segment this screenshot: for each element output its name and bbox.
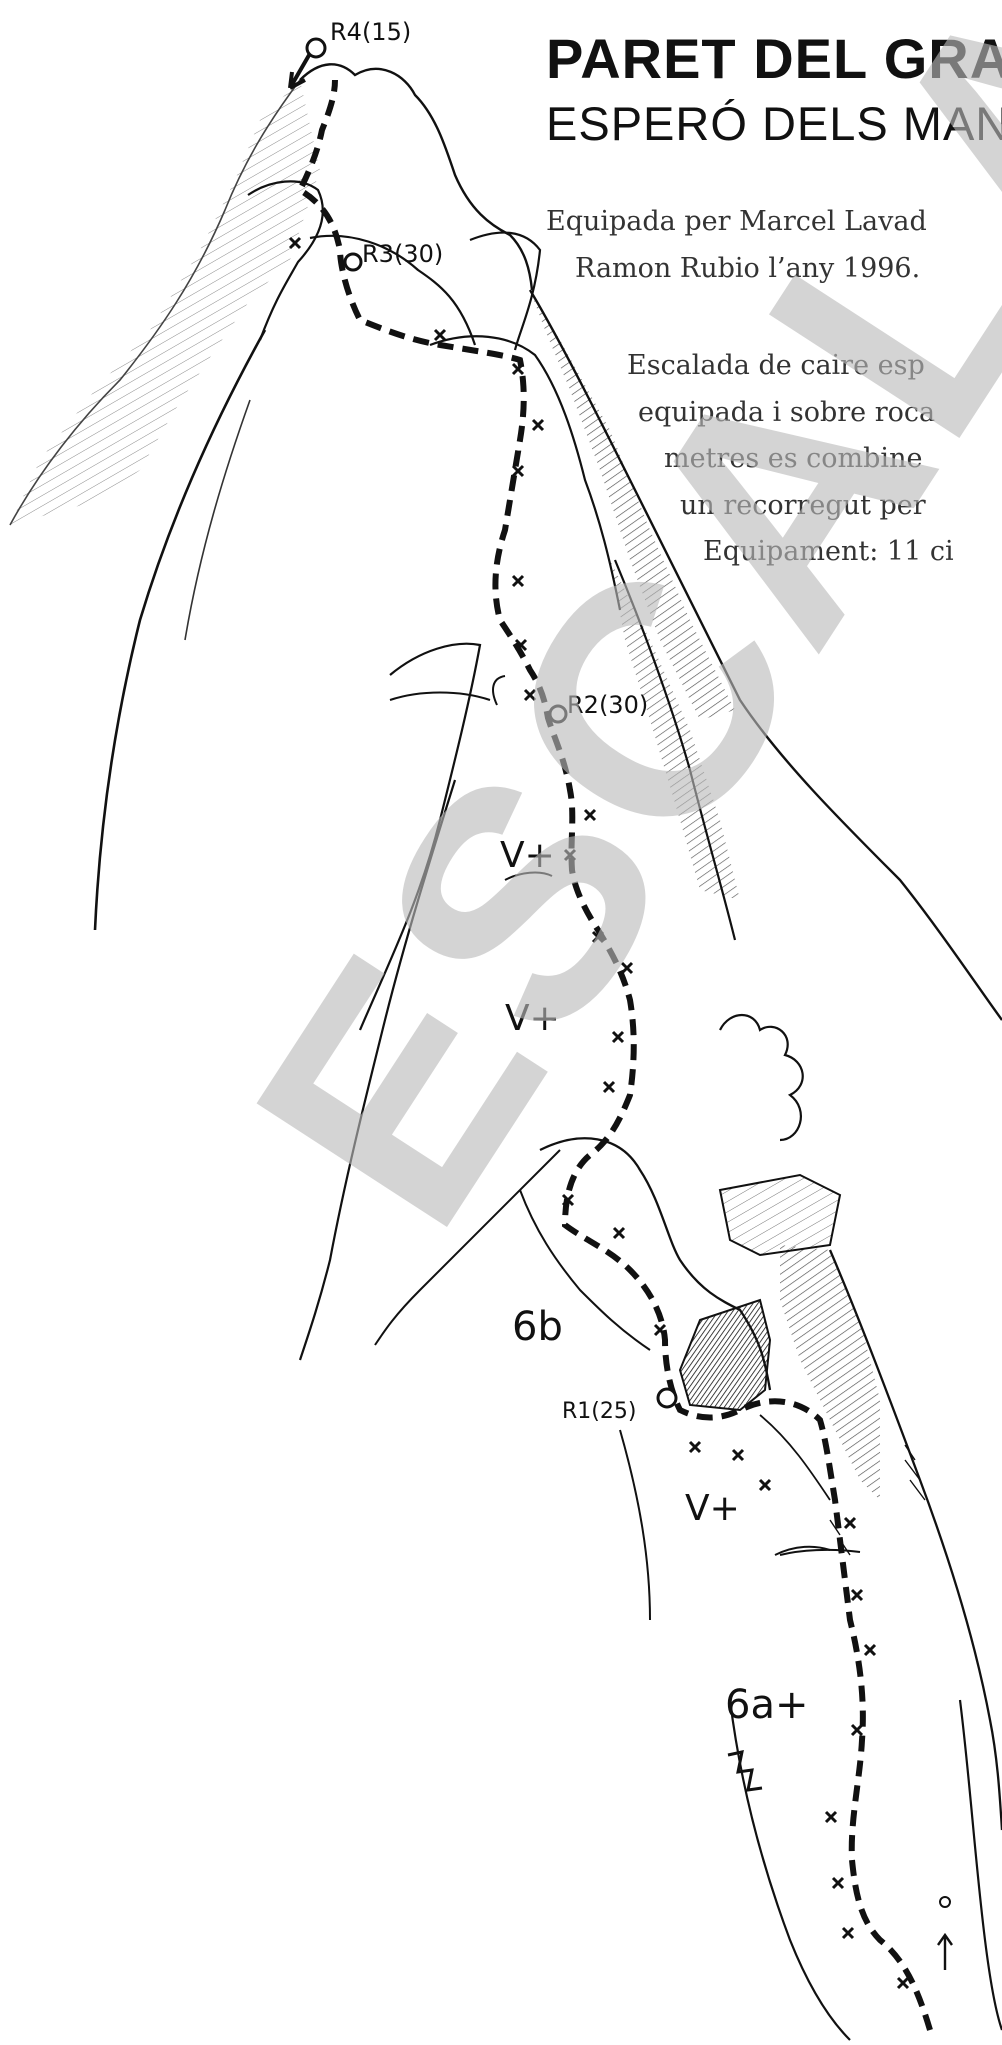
description-line-3: Escalada de caire esp [627,350,925,381]
belay-r3 [345,254,361,270]
page-subtitle: ESPERÓ DELS MAN [546,96,1002,151]
left-inner-edge [185,400,250,640]
description-line-6: un recorregut per [680,490,926,521]
description-line-1: Equipada per Marcel Lavad [546,206,927,237]
lower-left-edge [620,1430,650,1620]
descent-arrow [290,50,312,88]
middle-ledge [390,693,490,701]
label-r1: R1(25) [562,1399,636,1424]
base-outline [730,1700,850,2040]
label-r2: R2(30) [567,691,648,719]
page-title: PARET DEL GRA [546,26,1002,91]
grade-label-p1b: 6a+ [725,1682,808,1728]
north-arrow [938,1935,952,1970]
bulge-rocks [720,1015,803,1140]
grade-label-p2: 6b [512,1304,563,1350]
grade-label-p1a: V+ [685,1488,740,1529]
dark-slab [680,1300,770,1410]
light-slab [720,1175,840,1255]
belay-r4 [307,39,325,57]
grade-label-p3b: V+ [505,998,560,1039]
lower-pillar-left [300,780,455,1360]
description-line-7: Equipament: 11 ci [703,536,954,567]
start-circle [940,1897,950,1907]
lower-right-shading [780,1245,880,1500]
belay-r1 [658,1389,676,1407]
label-r3: R3(30) [362,240,443,268]
belay-r2 [550,706,566,722]
description-line-2: Ramon Rubio l’any 1996. [575,253,920,284]
middle-pillar-left [360,644,480,1030]
label-r4: R4(15) [330,18,411,46]
grade-label-p3a: V+ [500,835,555,876]
description-line-5: metres es combine [664,443,922,474]
description-line-4: equipada i sobre roca [638,397,935,428]
background-ridge-shading [10,80,320,525]
background-ridge-outline [10,80,300,525]
middle-notch [493,676,505,705]
